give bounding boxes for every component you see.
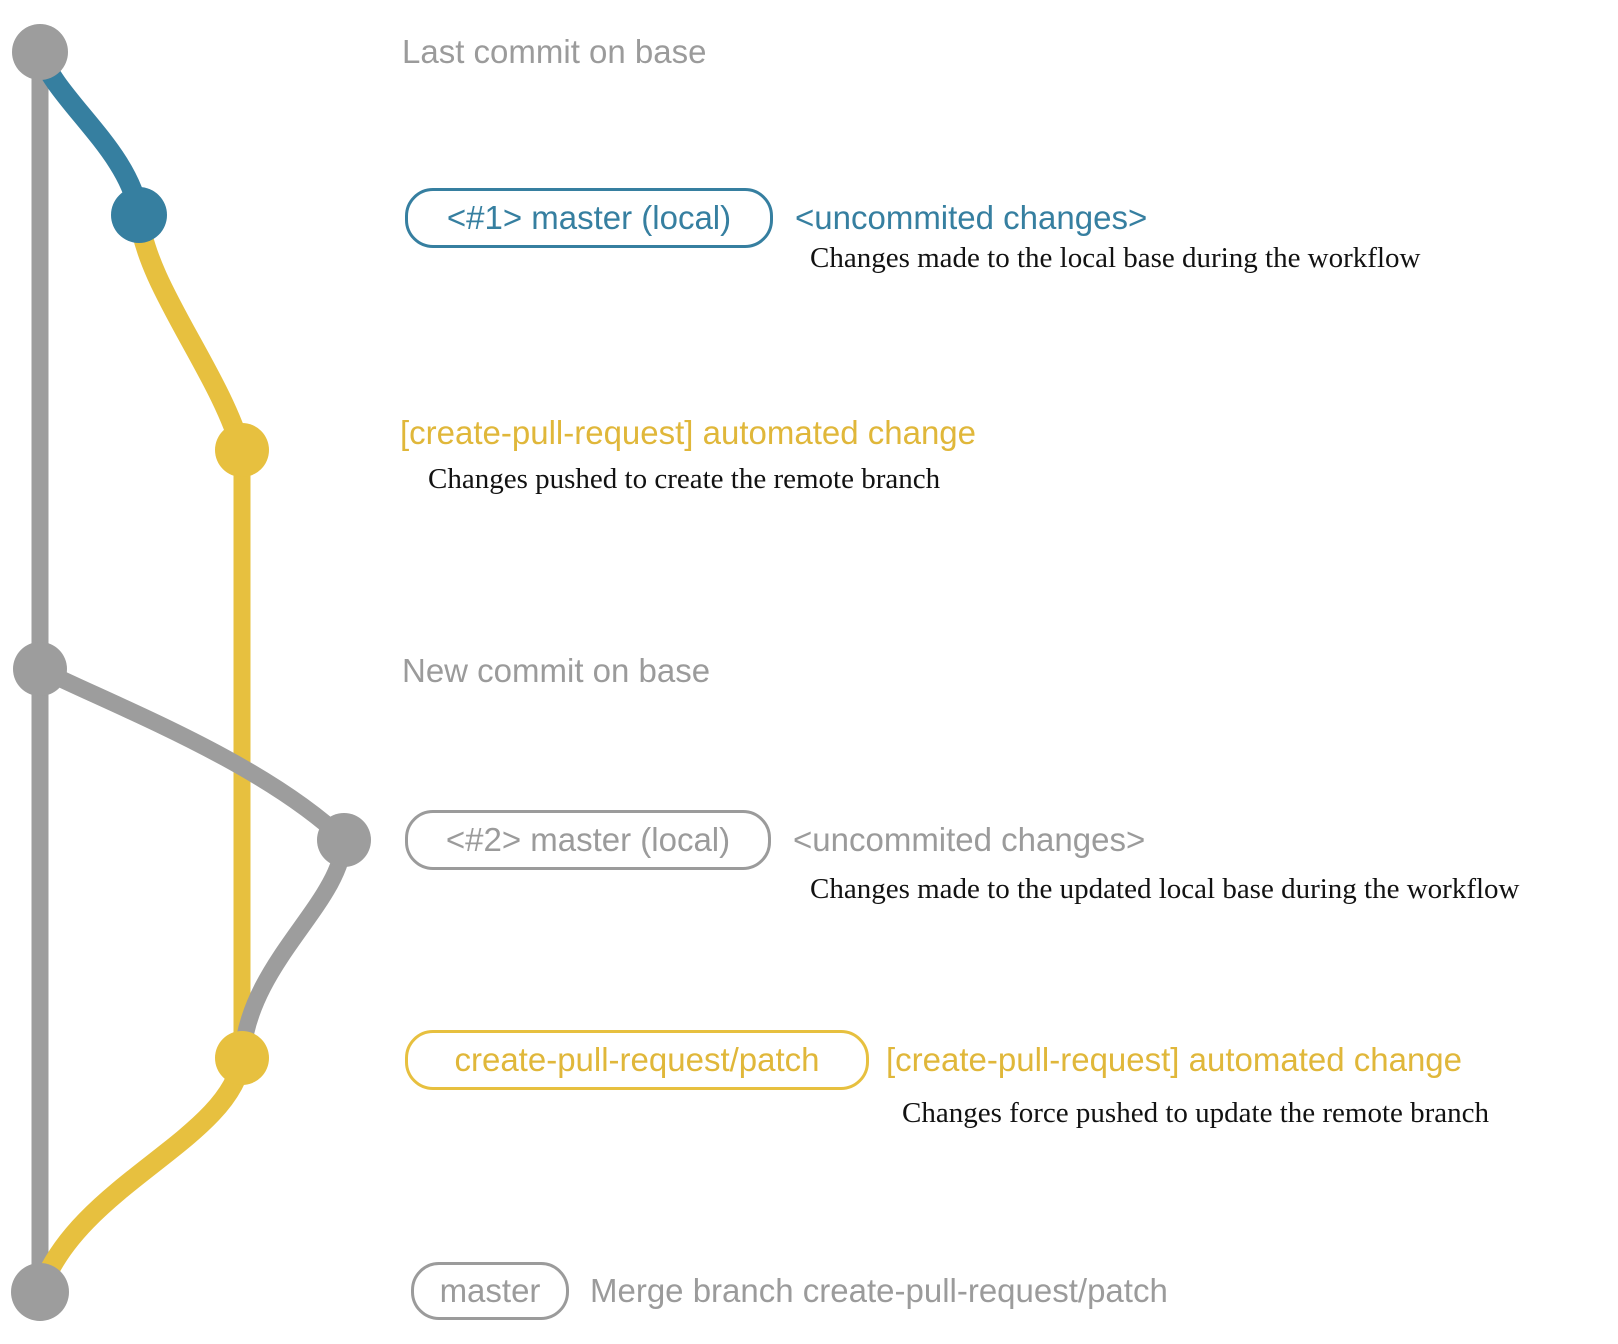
local-to-patch-curve (233, 839, 353, 1059)
branch-pill-master-label: master (439, 1272, 541, 1309)
commit-dot-patch-2 (215, 1031, 269, 1085)
local2-description: Changes made to the updated local base d… (810, 873, 1520, 905)
uncommitted-changes-note-1: <uncommited changes> (795, 199, 1148, 236)
branch-pill-create-pull-request-patch-label: create-pull-request/patch (454, 1041, 820, 1078)
merge-commit-note: Merge branch create-pull-request/patch (590, 1272, 1168, 1309)
commit-dot-last-base (12, 24, 68, 80)
automated-change-heading-1: [create-pull-request] automated change (400, 414, 977, 451)
automated-change-heading-2: [create-pull-request] automated change (886, 1041, 1463, 1078)
branch-pill-create-pull-request-patch: create-pull-request/patch (405, 1030, 869, 1090)
branch-pill-master-local-2: <#2> master (local) (405, 810, 771, 870)
commit-dot-patch-1 (215, 423, 269, 477)
branch-pill-master-local-1: <#1> master (local) (405, 188, 773, 248)
last-commit-heading: Last commit on base (402, 33, 707, 70)
branch-pill-master-local-1-label: <#1> master (local) (446, 199, 732, 236)
patch-merge-curve (30, 1055, 252, 1296)
patch-branch-curve-1 (129, 213, 252, 455)
local-branch-curve-1 (30, 48, 149, 217)
commit-dot-local-1 (111, 187, 167, 243)
local-branch-curve-2 (36, 661, 350, 847)
new-commit-heading: New commit on base (402, 652, 711, 689)
commit-dot-merge (11, 1263, 69, 1321)
uncommitted-changes-note-2: <uncommited changes> (793, 821, 1146, 858)
local1-description: Changes made to the local base during th… (810, 242, 1421, 274)
commit-dot-local-2 (317, 813, 371, 867)
remote2-description: Changes force pushed to update the remot… (902, 1097, 1490, 1129)
commit-dot-new-base (13, 642, 67, 696)
branch-pill-master: master (411, 1262, 569, 1320)
remote1-description: Changes pushed to create the remote bran… (428, 463, 941, 495)
branch-pill-master-local-2-label: <#2> master (local) (445, 821, 731, 858)
